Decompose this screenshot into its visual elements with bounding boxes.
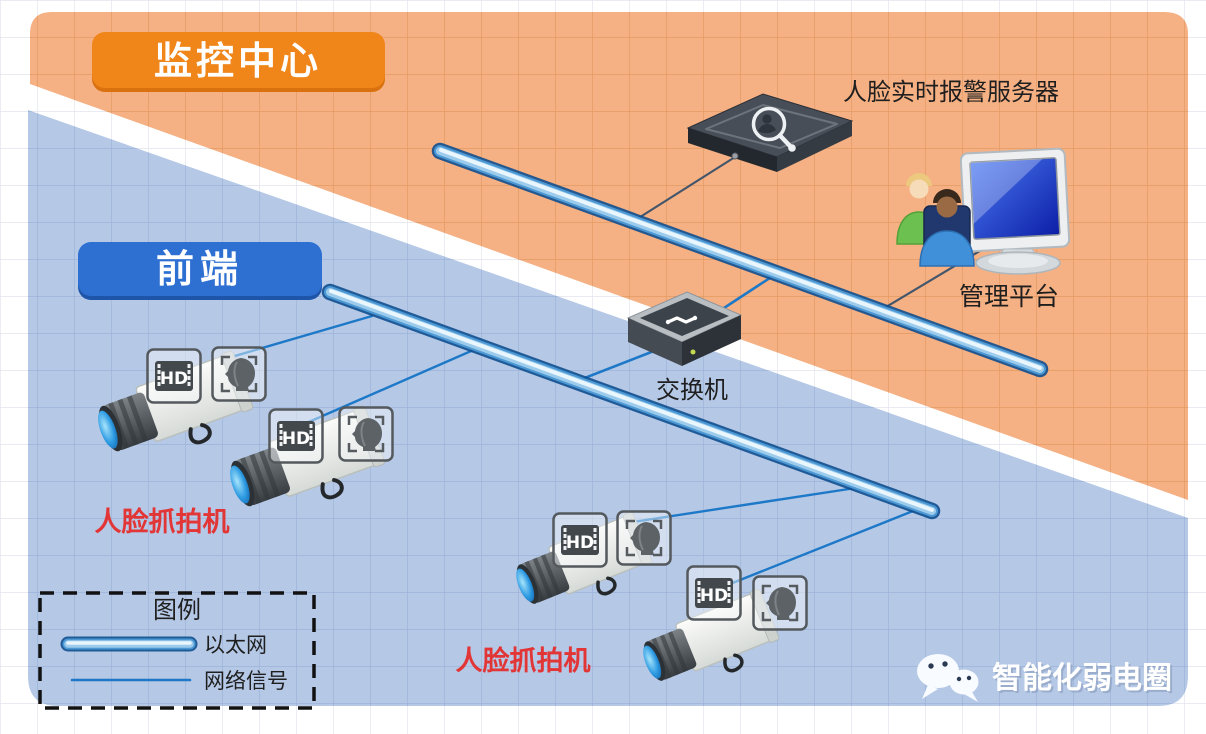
brand-label: 智能化弱电圈 xyxy=(992,661,1172,696)
switch-label: 交换机 xyxy=(656,376,728,404)
face-detect-icon-c xyxy=(616,510,672,566)
face-detect-icon-d xyxy=(752,575,808,631)
face-detect-icon-b xyxy=(338,406,394,462)
brand-footer: 智能化弱电圈 智能化弱电圈 xyxy=(917,654,1174,702)
hd-badge-text-a: HD xyxy=(160,369,188,389)
legend-box xyxy=(38,591,316,710)
zone-label-monitoring: 监控中心 xyxy=(92,32,385,92)
signal-line-server-to-ethernet xyxy=(635,155,737,221)
hd-badge-text-b: HD xyxy=(282,429,310,449)
camera-group-right-label: 人脸抓拍机 xyxy=(456,645,591,677)
face-detect-icon-a xyxy=(211,346,267,402)
frontend-zone-title: 前端 xyxy=(156,247,244,291)
ethernet-tube-frontend xyxy=(321,283,941,520)
monitoring-zone-title: 监控中心 xyxy=(154,39,322,83)
signal-line-camera-d xyxy=(718,507,920,590)
management-platform-label: 管理平台 xyxy=(959,282,1059,311)
alarm-server-icon xyxy=(686,93,854,172)
camera-group-left-label: 人脸抓拍机 xyxy=(95,506,230,538)
signal-line-camera-b xyxy=(293,346,480,430)
operator-users-icon xyxy=(896,173,975,267)
wechat-icon xyxy=(917,654,979,702)
legend-title: 图例 xyxy=(153,596,201,624)
hd-badge-text-d: HD xyxy=(700,586,728,606)
management-platform-icon xyxy=(896,147,1071,275)
alarm-server-label: 人脸实时报警服务器 xyxy=(843,78,1059,106)
legend-signal-label: 网络信号 xyxy=(204,669,288,693)
zone-label-frontend: 前端 xyxy=(78,242,322,300)
ethernet-tube-monitoring xyxy=(431,142,1049,378)
hd-badge-text-c: HD xyxy=(566,533,594,553)
legend: 图例 以太网 网络信号 xyxy=(38,591,316,710)
legend-ethernet-sample xyxy=(60,636,198,652)
monitoring-zone xyxy=(30,12,1188,500)
signal-line-switch-to-front-ethernet xyxy=(575,349,656,383)
legend-ethernet-label: 以太网 xyxy=(204,633,267,657)
switch-icon xyxy=(626,291,743,366)
brand-label-shadow: 智能化弱电圈 xyxy=(994,663,1174,698)
magnifier-face-icon xyxy=(751,106,796,152)
